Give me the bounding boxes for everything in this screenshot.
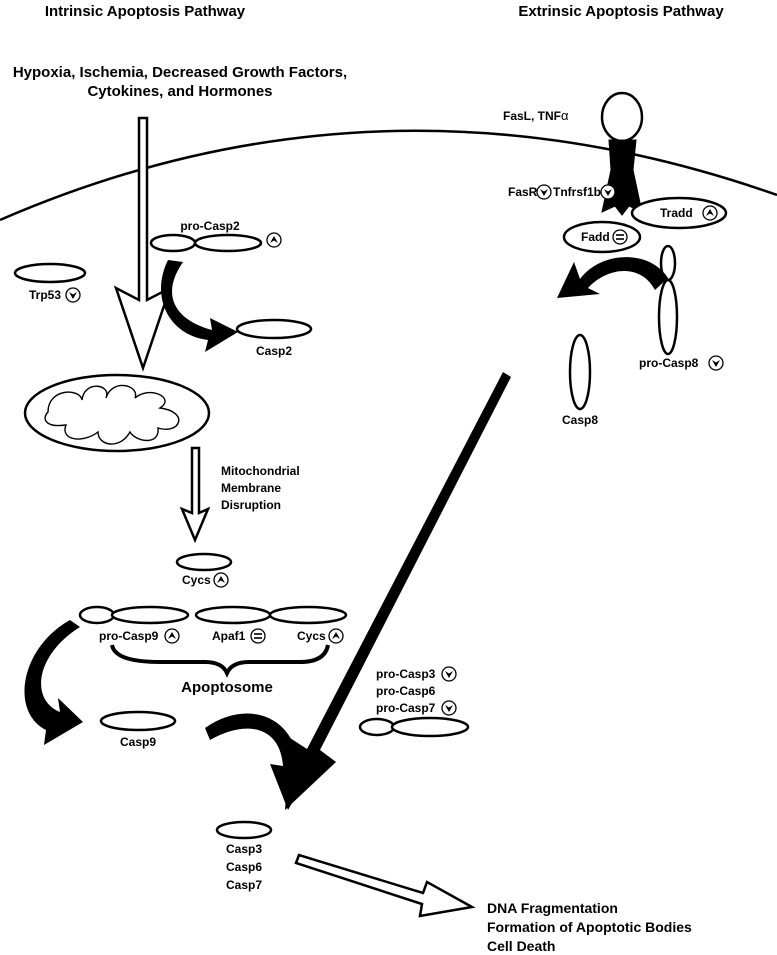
stimulus-line-1: Hypoxia, Ischemia, Decreased Growth Fact… — [13, 64, 347, 81]
mito-label-2: Membrane — [221, 481, 281, 495]
pro-casp7-label: pro-Casp7 — [376, 701, 436, 715]
fadd-equals-icon — [612, 229, 628, 245]
pro-casp6-label: pro-Casp6 — [376, 684, 436, 698]
cycs-complex-label: Cycs — [297, 629, 326, 643]
stimulus-arrow — [113, 116, 173, 372]
mitochondrion-outer — [23, 373, 211, 453]
tnfrsf1b-down-icon — [600, 184, 616, 200]
casp2-label: Casp2 — [256, 344, 292, 358]
effector-caspase-shape — [215, 820, 273, 840]
trp53-label: Trp53 — [29, 288, 61, 302]
fas-receptor — [601, 139, 643, 216]
pro-casp8-label: pro-Casp8 — [639, 356, 699, 370]
casp9-activation-arrow — [24, 620, 83, 745]
casp2-shape — [235, 318, 313, 340]
apaf1-label: Apaf1 — [212, 629, 246, 643]
stimulus-line-2: Cytokines, and Hormones — [87, 83, 272, 100]
pro-casp7-down-icon — [441, 700, 457, 716]
cycs-label: Cycs — [182, 573, 211, 587]
pro-casp3-down-icon — [441, 666, 457, 682]
tradd-label: Tradd — [660, 206, 693, 220]
mito-label-3: Disruption — [221, 498, 281, 512]
pro-casp9-left — [78, 605, 116, 625]
casp8-activation-arrow — [557, 257, 668, 298]
tradd-up-icon — [702, 205, 718, 221]
cycs-complex-up-icon — [328, 628, 344, 644]
intrinsic-title: Intrinsic Apoptosis Pathway — [45, 3, 246, 20]
ligand-fasl — [600, 91, 644, 143]
effector-casp6: Casp6 — [226, 860, 262, 874]
pro-casp2-up-icon — [266, 232, 282, 248]
pro-casp2-label: pro-Casp2 — [180, 219, 240, 233]
pro-casp367-right — [390, 716, 470, 738]
pro-casp9-label: pro-Casp9 — [99, 629, 159, 643]
mitochondrion-cristae — [44, 384, 180, 445]
fadd-label: Fadd — [581, 230, 610, 244]
fasr-down-icon — [536, 184, 552, 200]
intrinsic-to-effector-arrow — [205, 713, 312, 810]
cycs-complex-shape — [268, 605, 348, 625]
ligand-label: FasL, TNFα — [503, 108, 569, 123]
casp9-label: Casp9 — [120, 735, 156, 749]
outcome-dna-fragmentation: DNA Fragmentation — [487, 900, 618, 916]
casp2-activation-arrow — [161, 260, 238, 352]
casp8-label: Casp8 — [562, 413, 598, 427]
pro-casp8-down-icon — [708, 355, 724, 371]
tradd-shape — [630, 196, 728, 230]
cycs-shape — [175, 552, 233, 572]
cycs-up-icon — [213, 572, 229, 588]
tnfrsf1b-label: Tnfrsf1b — [553, 185, 601, 199]
extrinsic-to-effector-arrow — [285, 372, 511, 810]
outcome-apoptotic-bodies: Formation of Apoptotic Bodies — [487, 919, 692, 935]
pro-casp3-label: pro-Casp3 — [376, 667, 436, 681]
effector-casp3: Casp3 — [226, 842, 262, 856]
mito-label-1: Mitochondrial — [221, 464, 300, 478]
casp9-shape — [99, 710, 177, 732]
pro-casp8-bottom — [657, 278, 679, 356]
casp8-shape — [568, 333, 592, 411]
pro-casp9-right — [110, 605, 190, 625]
apoptosome-brace — [110, 644, 330, 678]
apoptosome-label: Apoptosome — [181, 679, 273, 696]
apaf1-equals-icon — [250, 628, 266, 644]
extrinsic-title: Extrinsic Apoptosis Pathway — [518, 3, 724, 20]
cell-membrane — [0, 129, 777, 222]
trp53-shape — [13, 262, 87, 284]
pro-casp367-left — [358, 717, 396, 737]
fasr-label: FasR — [508, 185, 538, 199]
outcome-cell-death: Cell Death — [487, 938, 555, 954]
apaf1-shape — [194, 605, 272, 625]
outcome-arrow — [294, 853, 476, 918]
mito-disruption-arrow — [179, 446, 211, 544]
pro-casp2-left — [149, 233, 197, 253]
trp53-down-icon — [65, 287, 81, 303]
effector-casp7: Casp7 — [226, 878, 262, 892]
pro-casp2-right — [193, 233, 263, 253]
pro-casp9-up-icon — [164, 628, 180, 644]
